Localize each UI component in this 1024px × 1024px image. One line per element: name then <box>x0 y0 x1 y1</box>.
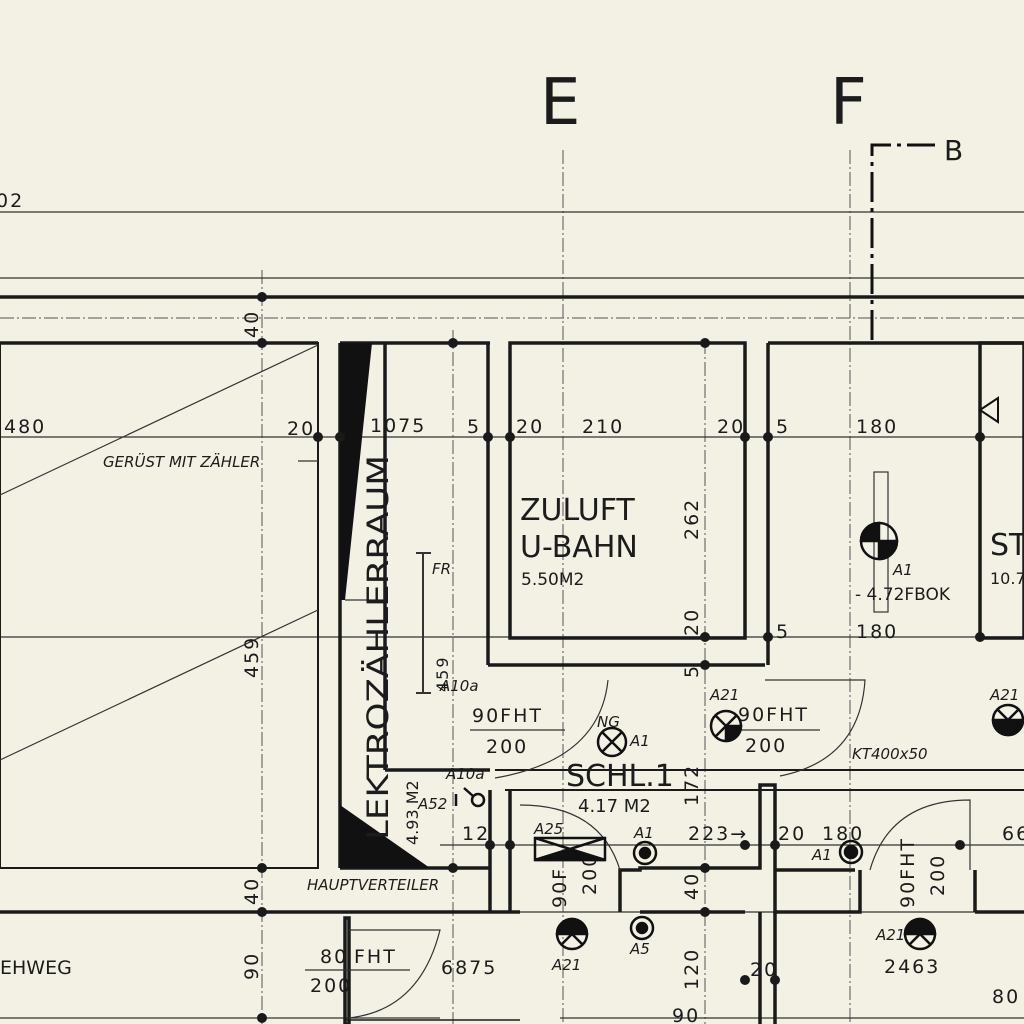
dim-label: 459 <box>241 636 263 678</box>
room-name-elektro: LEKTROZÄHLERRAUM <box>361 455 395 840</box>
label-ng: NG <box>597 713 620 731</box>
door-label: 90F <box>549 867 571 908</box>
label-a21: A21 <box>989 686 1019 704</box>
door-label: 200 <box>310 975 352 997</box>
annotations: GERÜST MIT ZÄHLER HAUPTVERTEILER FR A10a… <box>103 452 1019 974</box>
dimension-labels: 02 480 20 1075 5 20 210 20 5 180 262 20 … <box>0 190 1024 1024</box>
dim-label: 20 <box>516 416 544 438</box>
switch-icon <box>454 787 486 808</box>
hauptverteiler-fill <box>340 805 430 868</box>
door-label: 200 <box>927 854 949 896</box>
label-a1: A1 <box>633 824 654 842</box>
dim-label: 5 <box>467 416 481 438</box>
meter-board-fill <box>340 343 372 600</box>
door-label: 200 <box>745 735 787 757</box>
dim-label: 459 <box>433 655 452 692</box>
label-a52: A52 <box>417 795 447 813</box>
room-labels: ZULUFT U-BAHN 5.50M2 LEKTROZÄHLERRAUM 4.… <box>0 455 1024 979</box>
door-label: FHT <box>354 946 397 968</box>
dim-label: 20 <box>287 418 315 440</box>
dim-label: 5 <box>681 664 703 678</box>
dim-label: 180 <box>856 416 898 438</box>
room-name-schleuse: SCHL.1 <box>566 759 674 794</box>
axis-label-e: E <box>540 66 580 140</box>
ceiling-light-icon <box>903 917 937 951</box>
dim-label: 20 <box>750 959 778 981</box>
dimension-dots <box>257 292 985 1023</box>
dim-label: 480 <box>4 416 46 438</box>
room-name-gehweg: EHWEG <box>0 957 72 979</box>
label-a21: A21 <box>551 956 581 974</box>
label-hauptverteiler: HAUPTVERTEILER <box>307 876 439 894</box>
dim-label: 20 <box>717 416 745 438</box>
ceiling-light-icon <box>555 917 589 951</box>
door-label: 200 <box>579 853 601 895</box>
dim-label: 223→ <box>688 823 748 845</box>
dim-label: 5 <box>776 416 790 438</box>
dim-label: 120 <box>681 948 703 990</box>
label-a10a: A10a <box>439 677 479 695</box>
dim-label: 2463 <box>884 956 940 978</box>
label-fbok: - 4.72FBOK <box>855 585 951 605</box>
dim-label: 180 <box>856 621 898 643</box>
label-a5: A5 <box>629 940 650 958</box>
dim-label: 90 <box>241 952 263 980</box>
dim-label: 40 <box>241 310 263 338</box>
ceiling-light-icon <box>991 703 1024 737</box>
dim-label: 66 <box>1002 823 1024 845</box>
door-label: 90FHT <box>472 705 543 727</box>
door-label: 200 <box>486 736 528 758</box>
label-a10a: A10a <box>445 765 485 783</box>
door-labels: 90FHT 200 90FHT 200 90F 200 90FHT 200 80… <box>305 704 1024 1008</box>
dim-label: 5 <box>776 621 790 643</box>
dim-label: 210 <box>582 416 624 438</box>
room-name-zuluft: ZULUFT <box>520 493 635 528</box>
room-name-st: ST <box>990 528 1024 563</box>
dim-label: 6875 <box>441 957 497 979</box>
door-swings <box>348 679 971 1019</box>
door-label: 80 F <box>992 986 1024 1008</box>
room-area-st: 10.7 <box>990 569 1024 588</box>
room-area-elektro: 4.93 M2 <box>403 780 422 845</box>
room-area-schleuse: 4.17 M2 <box>578 796 651 817</box>
door-label: 80 <box>320 946 348 968</box>
dim-label: 20 <box>681 608 703 636</box>
room-area-zuluft: 5.50M2 <box>521 570 584 590</box>
room-name-ubahn: U-BAHN <box>520 530 638 565</box>
outlet-icon <box>838 839 864 865</box>
dim-label: 12 <box>462 823 490 845</box>
label-geruest: GERÜST MIT ZÄHLER <box>103 452 260 471</box>
label-a25: A25 <box>533 820 563 838</box>
level-marker-icon <box>859 521 899 561</box>
label-fr: FR <box>432 560 451 578</box>
dim-label: 40 <box>241 877 263 905</box>
section-label-b: B <box>944 134 963 167</box>
dim-label: 40 <box>681 872 703 900</box>
door-label: 90FHT <box>738 704 809 726</box>
dim-label: 180 <box>822 823 864 845</box>
label-a21: A21 <box>709 686 739 704</box>
label-a1: A1 <box>811 846 832 864</box>
dim-label: 90 <box>672 1005 700 1024</box>
label-a21: A21 <box>875 926 905 944</box>
ceiling-light-icon <box>709 709 743 743</box>
label-a1: A1 <box>629 732 650 750</box>
outlet-icon <box>629 915 655 941</box>
label-kt: KT400x50 <box>852 745 928 763</box>
walls <box>0 295 1024 1024</box>
emergency-light-icon <box>596 726 628 758</box>
section-line-b <box>870 143 935 340</box>
dim-label: 20 <box>778 823 806 845</box>
outlet-icon <box>632 840 658 866</box>
dim-label: 262 <box>681 498 703 540</box>
damper-box-icon <box>533 836 607 862</box>
axis-label-f: F <box>830 66 867 140</box>
dim-label: 1075 <box>370 415 426 437</box>
dim-label: 172 <box>681 764 703 806</box>
label-a1: A1 <box>892 561 913 579</box>
light-symbols <box>454 521 1024 951</box>
door-label: 90FHT <box>897 837 919 908</box>
dim-label: 02 <box>0 190 24 212</box>
